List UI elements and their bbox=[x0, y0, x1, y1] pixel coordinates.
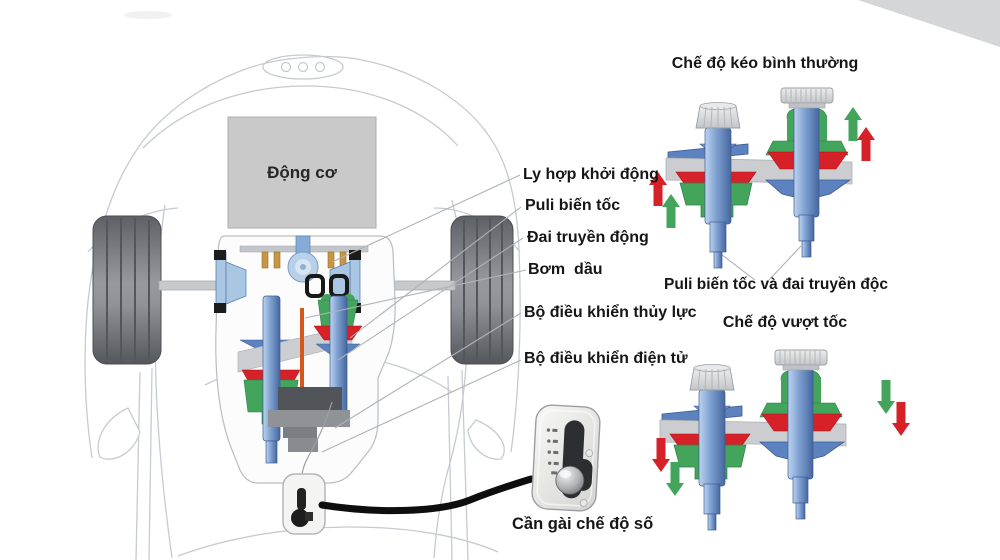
down-arrow-icon bbox=[892, 402, 910, 436]
shift-linkage-line bbox=[301, 401, 333, 477]
gear-position-marks bbox=[546, 428, 559, 475]
pulley-diagram-normal-mode bbox=[649, 87, 875, 269]
mini-shifter-icon bbox=[282, 473, 326, 535]
transmission-assembly bbox=[214, 235, 396, 484]
up-arrow-icon bbox=[857, 127, 875, 161]
label-oil-pump: Bơm dầu bbox=[528, 261, 603, 278]
hydraulic-control-unit bbox=[268, 410, 350, 427]
shift-cable bbox=[318, 475, 535, 515]
up-arrow-icon bbox=[662, 194, 680, 228]
label-variable-pulley: Puli biến tốc bbox=[525, 197, 621, 214]
front-wheel-left bbox=[92, 215, 162, 365]
corner-shade bbox=[858, 0, 1000, 47]
normal-mode-title: Chế độ kéo bình thường bbox=[671, 55, 859, 72]
engine-block bbox=[227, 116, 377, 229]
electronic-control-unit bbox=[278, 387, 342, 410]
engine-label: Động cơ bbox=[267, 163, 337, 182]
overdrive-mode-title: Chế độ vượt tốc bbox=[722, 314, 848, 331]
pulley-diagram-overdrive-mode bbox=[652, 349, 910, 531]
down-arrow-icon bbox=[877, 380, 895, 414]
front-wheel-right bbox=[450, 215, 514, 365]
label-electronic-control: Bộ điều khiển điện tử bbox=[524, 350, 688, 367]
up-arrow-icon bbox=[844, 107, 862, 141]
label-starting-clutch: Ly hợp khởi động bbox=[523, 166, 659, 183]
label-leader-lines bbox=[304, 174, 802, 453]
shift-rod bbox=[300, 308, 304, 436]
label-drive-belt: Đai truyền động bbox=[527, 229, 649, 246]
gear-shifter-panel bbox=[531, 404, 601, 512]
shifter-label: Cần gài chế độ số bbox=[512, 515, 654, 533]
pulley-belt-label: Puli biến tốc và đai truyền độc bbox=[664, 276, 888, 293]
down-arrow-icon bbox=[652, 438, 670, 472]
label-hydraulic-control: Bộ điều khiển thủy lực bbox=[524, 304, 697, 321]
scan-smudge bbox=[124, 11, 172, 19]
